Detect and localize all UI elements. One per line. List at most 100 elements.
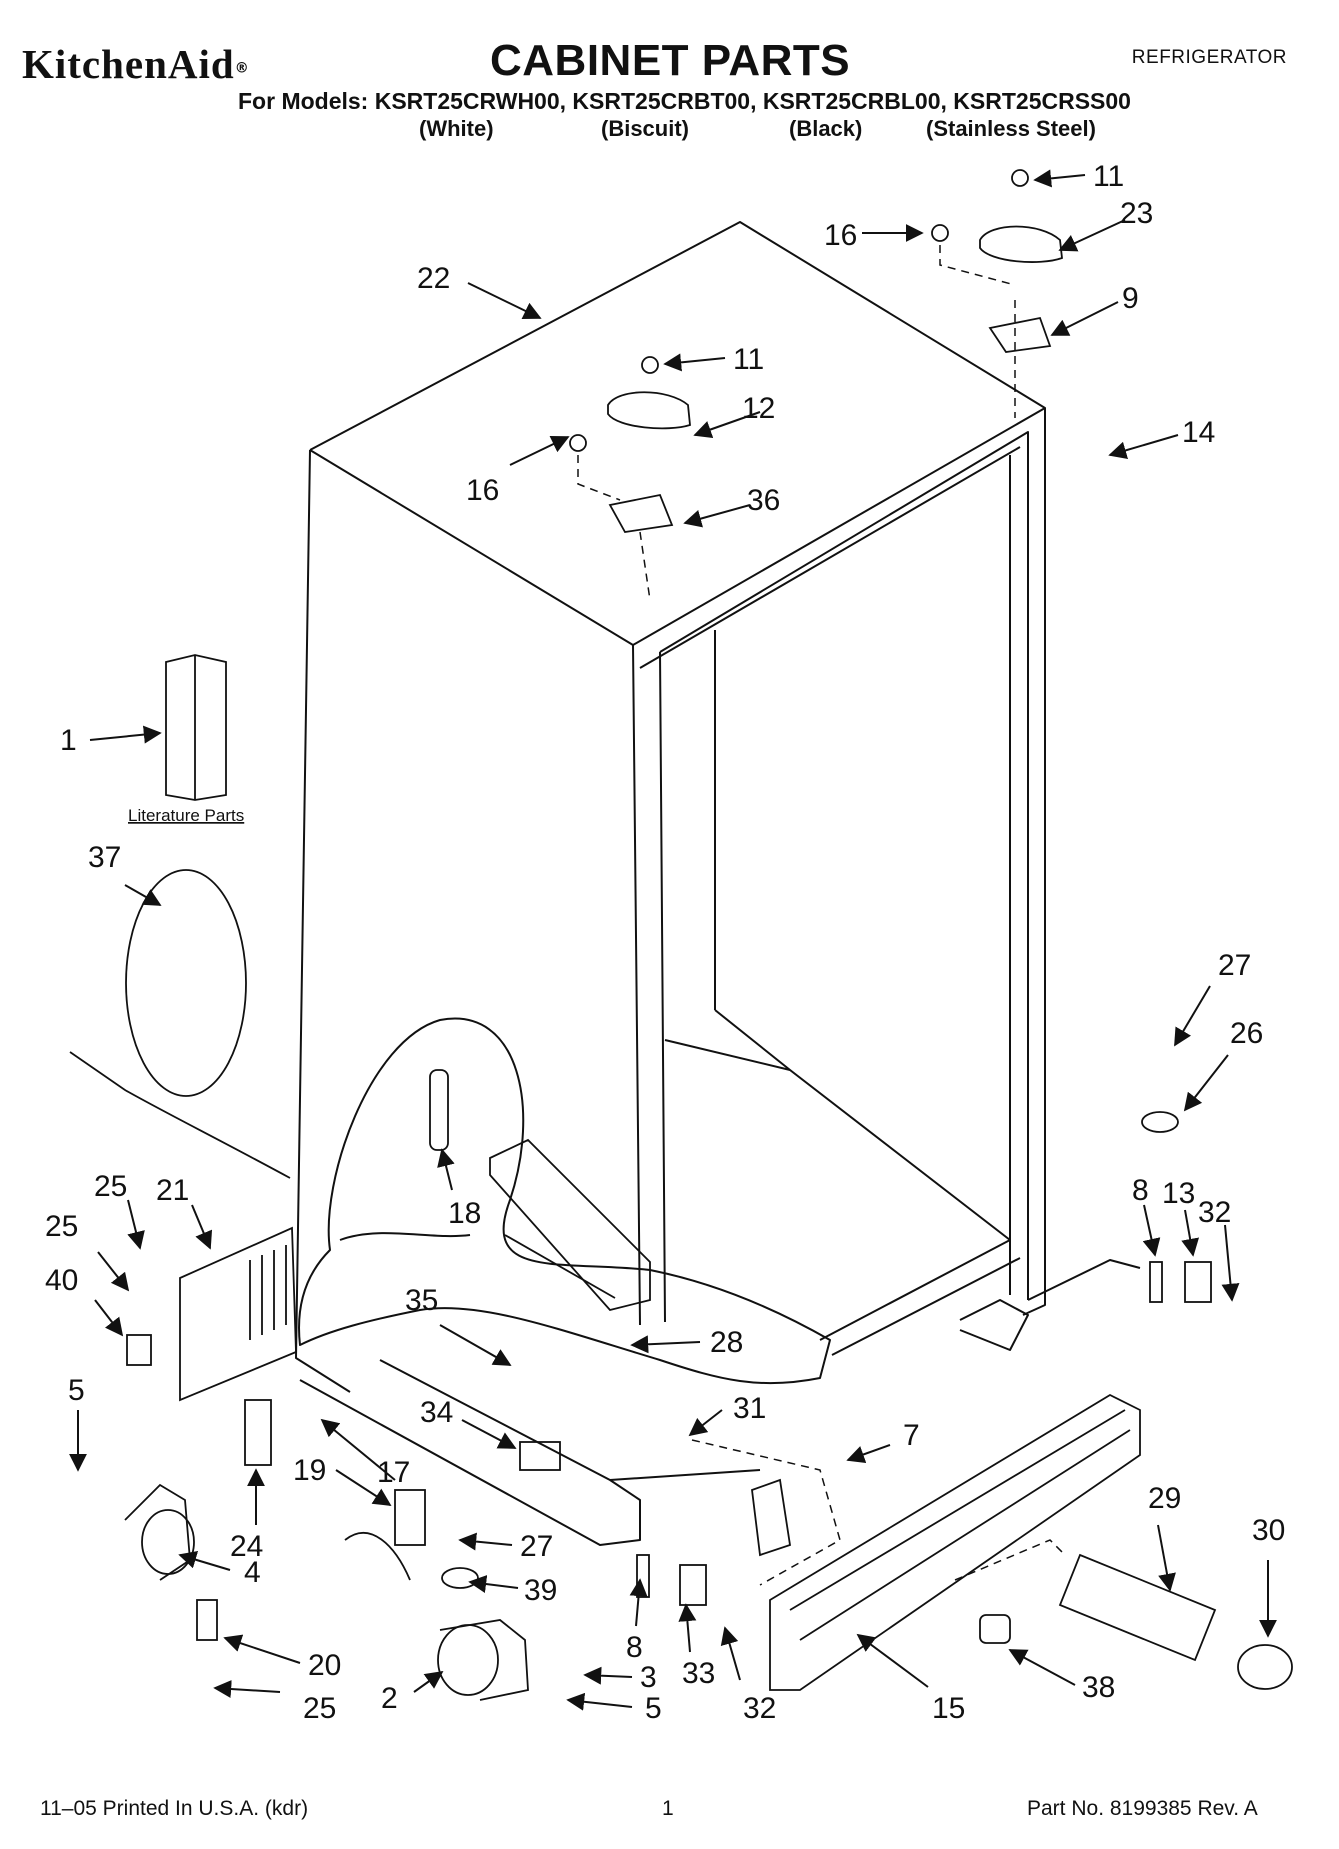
- callout-12: 12: [742, 392, 775, 425]
- literature-parts-label: Literature Parts: [128, 806, 244, 825]
- print-info: 11–05 Printed In U.S.A. (kdr): [40, 1797, 309, 1820]
- water-line-coil: [125, 869, 247, 1097]
- callout-27: 27: [520, 1530, 553, 1563]
- callout-25: 25: [45, 1210, 78, 1243]
- leader-arrows: [69, 169, 1277, 1711]
- shim: [636, 1554, 650, 1598]
- hinge-pin-bracket: [1184, 1261, 1212, 1303]
- cabinet-shell: [309, 221, 1046, 1316]
- models-line: For Models: KSRT25CRWH00, KSRT25CRBT00, …: [238, 88, 1131, 115]
- literature-packet: [165, 654, 227, 801]
- callout-25: 25: [94, 1170, 127, 1203]
- model-color: (Biscuit): [601, 116, 689, 141]
- hinge-cover-right: [979, 225, 1063, 263]
- component-drawings: [69, 169, 1293, 1701]
- callout-38: 38: [1082, 1671, 1115, 1704]
- clamp: [519, 1441, 561, 1471]
- spring: [429, 1069, 449, 1151]
- leveling-plate: [441, 1567, 479, 1589]
- callout-11: 11: [1093, 160, 1124, 193]
- cabinet-drawing: [295, 221, 1141, 1546]
- hinge-bracket: [244, 1399, 272, 1466]
- bracket: [751, 1478, 792, 1557]
- callout-15: 15: [932, 1692, 965, 1725]
- callout-5: 5: [68, 1374, 85, 1407]
- model-number: KSRT25CRSS00: [953, 88, 1131, 114]
- callout-33: 33: [682, 1657, 715, 1690]
- callout-8: 8: [626, 1631, 643, 1664]
- callout-5: 5: [645, 1692, 662, 1725]
- appliance-category: REFRIGERATOR: [1131, 47, 1287, 68]
- cabinet-front-frame: [632, 644, 666, 1326]
- callout-13: 13: [1162, 1177, 1195, 1210]
- callout-22: 22: [417, 262, 450, 295]
- callout-34: 34: [420, 1396, 453, 1429]
- callout-1: 1: [60, 724, 77, 757]
- callout-27: 27: [1218, 949, 1251, 982]
- callout-30: 30: [1252, 1514, 1285, 1547]
- callout-25: 25: [303, 1692, 336, 1725]
- callout-7: 7: [903, 1419, 920, 1452]
- screw: [641, 356, 659, 374]
- callout-35: 35: [405, 1284, 438, 1317]
- rear-grille: [179, 1226, 297, 1402]
- hinge-pin-bracket: [679, 1564, 707, 1606]
- callout-16: 16: [466, 474, 499, 507]
- callout-21: 21: [156, 1174, 189, 1207]
- callout-29: 29: [1148, 1482, 1181, 1515]
- brand-logo: KitchenAid®: [22, 41, 250, 87]
- callout-40: 40: [45, 1264, 78, 1297]
- callout-8: 8: [1132, 1174, 1149, 1207]
- models-prefix: For Models:: [238, 88, 369, 114]
- cabinet-left-side: [295, 449, 351, 1393]
- callout-39: 39: [524, 1574, 557, 1607]
- callout-2: 2: [381, 1682, 398, 1715]
- callout-11: 11: [733, 343, 764, 376]
- callout-24: 24: [230, 1530, 263, 1563]
- alignment-lines: [577, 245, 1066, 1586]
- callout-3: 3: [640, 1661, 657, 1694]
- model-color: (Black): [789, 116, 863, 141]
- top-hinge-center: [608, 493, 674, 533]
- callout-28: 28: [710, 1326, 743, 1359]
- model-color: (White): [419, 116, 494, 141]
- callout-26: 26: [1230, 1017, 1263, 1050]
- base-grille: [769, 1393, 1141, 1691]
- cabinet-cutaway: [298, 1017, 831, 1385]
- filter-housing: [489, 1138, 651, 1312]
- front-roller: [437, 1624, 499, 1696]
- clip: [126, 1334, 152, 1366]
- callout-31: 31: [733, 1392, 766, 1425]
- callout-9: 9: [1122, 282, 1139, 315]
- callout-19: 19: [293, 1454, 326, 1487]
- model-number: KSRT25CRBL00,: [762, 88, 947, 114]
- drain-tube: [504, 1234, 616, 1299]
- part-number: Part No. 8199385 Rev. A: [1027, 1797, 1258, 1820]
- callout-4: 4: [244, 1556, 261, 1589]
- page-number: 1: [662, 1797, 674, 1820]
- callout-18: 18: [448, 1197, 481, 1230]
- callout-16: 16: [824, 219, 857, 252]
- screw: [1011, 169, 1029, 187]
- top-hinge-right: [988, 316, 1052, 353]
- callout-17: 17: [377, 1456, 410, 1489]
- callout-23: 23: [1120, 197, 1153, 230]
- model-number: KSRT25CRBT00,: [572, 88, 757, 114]
- page-title: CABINET PARTS: [490, 36, 851, 85]
- shim: [1149, 1261, 1163, 1303]
- model-color: (Stainless Steel): [926, 116, 1096, 141]
- callout-20: 20: [308, 1649, 341, 1682]
- model-number: KSRT25CRWH00,: [374, 88, 567, 114]
- callout-32: 32: [743, 1692, 776, 1725]
- callout-32: 32: [1198, 1196, 1231, 1229]
- water-valve: [344, 1532, 411, 1581]
- hinge-cover-center: [607, 391, 691, 430]
- filter-cap: [1237, 1644, 1293, 1690]
- callout-labels: 11 23 16 9 22 11 12 14 16 36 1 Literatur…: [45, 160, 1285, 1725]
- leveling-plate: [1141, 1111, 1179, 1133]
- screw: [931, 224, 949, 242]
- filter-bypass: [979, 1614, 1011, 1644]
- water-filter: [1058, 1553, 1217, 1662]
